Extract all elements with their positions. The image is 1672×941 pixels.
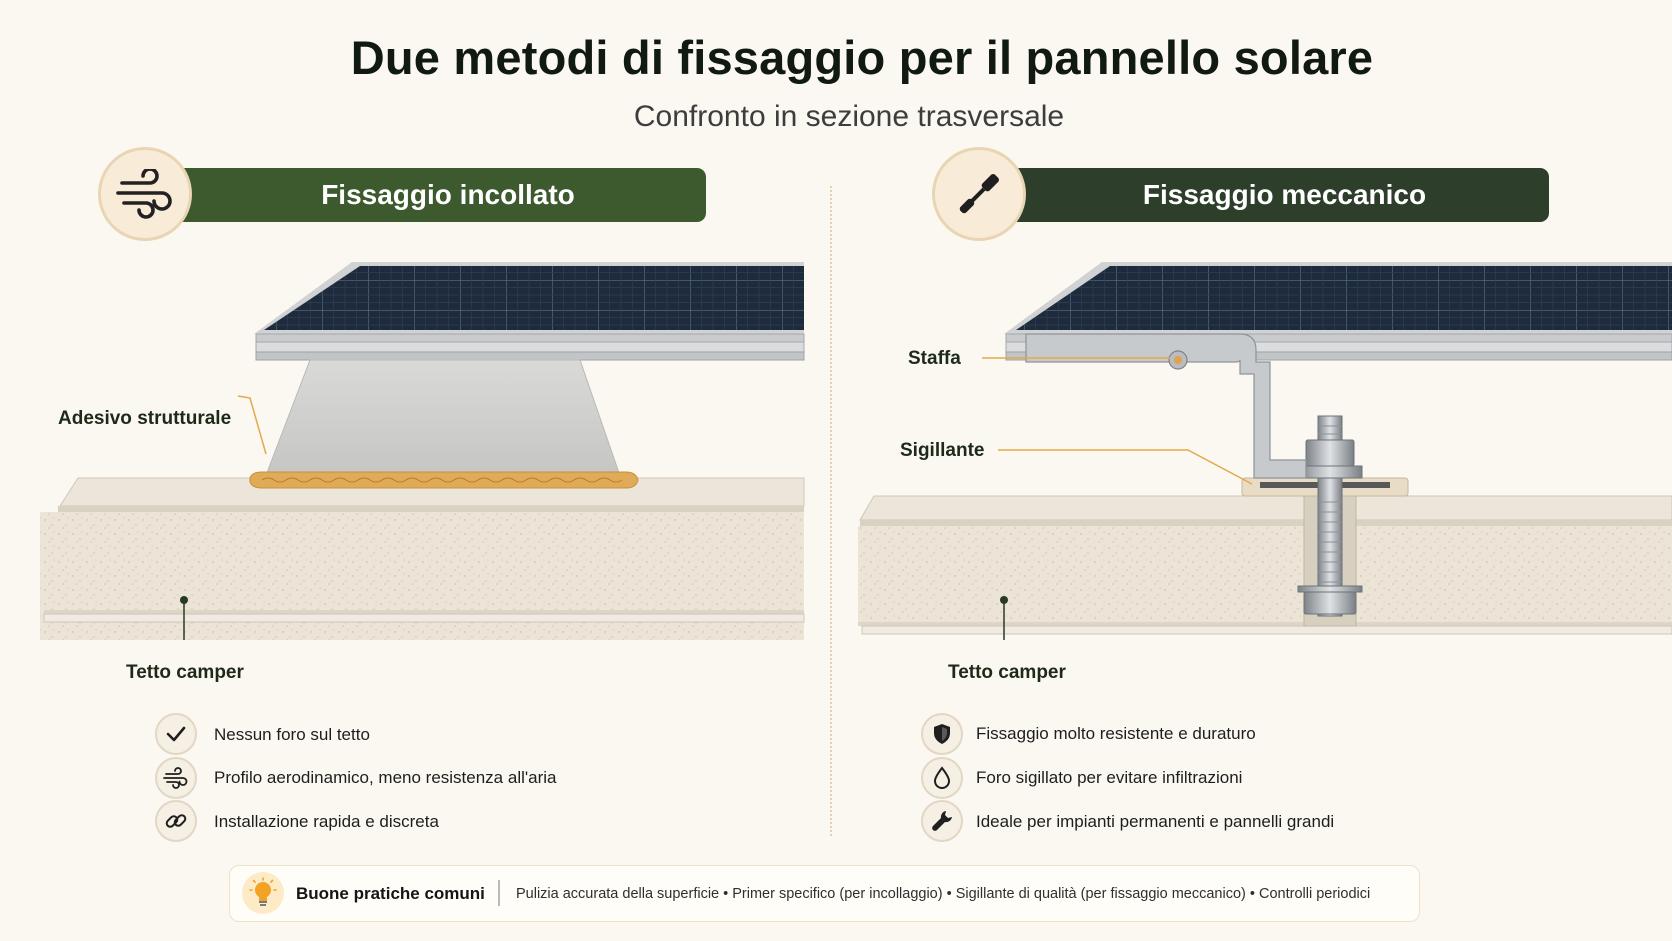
drop-icon	[921, 757, 963, 799]
left-roof-callout: Tetto camper	[126, 662, 244, 683]
tips-text: Pulizia accurata della superficie • Prim…	[516, 886, 1371, 902]
adhesive-mount	[267, 359, 619, 485]
adhesive-callout: Adesivo strutturale	[58, 408, 232, 429]
left-feature-3: Installazione rapida e discreta	[214, 812, 439, 831]
left-feature-2: Profilo aerodinamico, meno resistenza al…	[214, 768, 557, 787]
tips-bar	[229, 865, 1420, 922]
bracket-callout: Staffa	[908, 348, 961, 369]
wind-icon	[155, 757, 197, 799]
bracket	[1025, 333, 1307, 479]
check-icon	[155, 713, 197, 755]
tips-title: Buone pratiche comuni	[296, 884, 485, 903]
bolt	[1297, 415, 1363, 617]
wrench-icon	[921, 800, 963, 842]
right-feature-2: Foro sigillato per evitare infiltrazioni	[976, 768, 1243, 787]
right-feature-1: Fissaggio molto resistente e duraturo	[976, 724, 1256, 743]
right-feature-3: Ideale per impianti permanenti e pannell…	[976, 812, 1335, 831]
section-divider	[830, 186, 832, 836]
link-icon	[155, 800, 197, 842]
lightbulb-icon	[242, 872, 284, 914]
tips-separator	[498, 880, 500, 906]
right-solar-panel	[1004, 262, 1672, 361]
page-title: Due metodi di fissaggio per il pannello …	[350, 31, 1374, 84]
page-subtitle: Confronto in sezione trasversale	[633, 100, 1065, 133]
left-solar-panel	[254, 262, 805, 361]
shield-icon	[921, 713, 963, 755]
left-heading-label: Fissaggio incollato	[321, 179, 575, 210]
right-roof-callout: Tetto camper	[948, 662, 1066, 683]
right-roof	[858, 495, 1672, 635]
screwdriver-icon	[932, 147, 1026, 241]
right-heading: Fissaggio meccanico	[1010, 168, 1549, 222]
left-cross-section	[0, 262, 805, 640]
left-heading: Fissaggio incollato	[160, 168, 706, 222]
sealant-callout: Sigillante	[900, 440, 985, 461]
right-heading-label: Fissaggio meccanico	[1142, 179, 1427, 210]
left-feature-1: Nessun foro sul tetto	[214, 725, 370, 744]
wind-icon	[98, 147, 192, 241]
right-cross-section	[858, 262, 1672, 640]
structural-adhesive	[249, 471, 639, 489]
